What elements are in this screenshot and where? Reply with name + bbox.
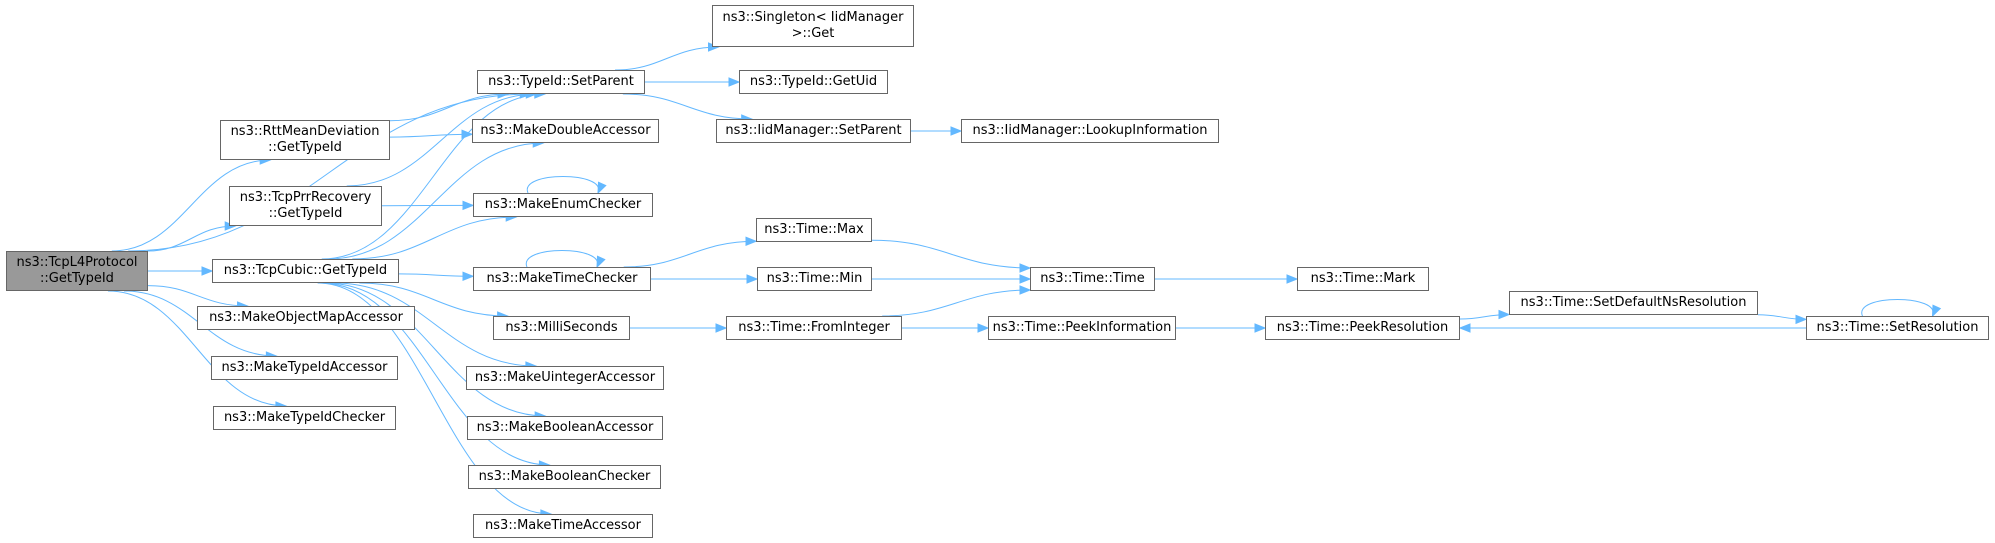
node-typeid-setparent[interactable]: ns3::TypeId::SetParent	[477, 70, 645, 94]
node-time-min[interactable]: ns3::Time::Min	[757, 267, 872, 291]
edge-cubic-to-boolchk	[320, 282, 550, 466]
edge-setres-to-peekres-arrowhead	[1458, 323, 1471, 333]
node-tcpl4protocol-gettypeid[interactable]: ns3::TcpL4Protocol ::GetTypeId	[6, 251, 148, 291]
edge-iidsetparent-to-lookup-arrowhead	[950, 126, 963, 136]
edge-root-to-cubic-arrowhead	[201, 266, 214, 276]
node-time-max[interactable]: ns3::Time::Max	[756, 218, 872, 242]
edge-timechk-to-timechk-arrowhead	[596, 255, 606, 269]
node-singleton-iidmanager-get[interactable]: ns3::Singleton< IidManager >::Get	[712, 5, 914, 47]
edge-root-to-prr	[147, 225, 236, 252]
node-makeenumchecker[interactable]: ns3::MakeEnumChecker	[473, 193, 653, 217]
edge-setparent-to-iidsetparent	[622, 93, 752, 120]
node-milliseconds[interactable]: ns3::MilliSeconds	[493, 316, 630, 340]
node-tcpcubic-gettypeid[interactable]: ns3::TcpCubic::GetTypeId	[212, 259, 399, 283]
node-time-setresolution[interactable]: ns3::Time::SetResolution	[1806, 316, 1989, 340]
edge-cubic-to-timechk-arrowhead	[462, 271, 475, 281]
node-time-frominteger[interactable]: ns3::Time::FromInteger	[726, 316, 902, 340]
node-maketypeidchecker[interactable]: ns3::MakeTypeIdChecker	[213, 406, 396, 430]
edge-cubic-to-millis	[359, 282, 508, 317]
edge-setparent-to-singleton	[614, 46, 719, 71]
edge-timechk-to-tmin-arrowhead	[746, 274, 759, 284]
edge-cubic-to-dblacc	[327, 142, 544, 260]
edge-cubic-to-enumchk	[352, 216, 517, 260]
edge-tmax-to-time	[871, 239, 1031, 269]
edge-millis-to-fromint-arrowhead	[715, 323, 728, 333]
edge-setparent-to-getuid-arrowhead	[728, 77, 741, 87]
edge-fromint-to-peekinfo-arrowhead	[977, 323, 990, 333]
edge-rtt-to-dblacc	[389, 133, 473, 138]
edge-cubic-to-uintacc	[334, 282, 536, 367]
node-time-time[interactable]: ns3::Time::Time	[1030, 267, 1155, 291]
edge-setres-to-setres	[1861, 299, 1934, 317]
edge-fromint-to-time	[882, 289, 1031, 317]
edge-tmax-to-time-arrowhead	[1019, 263, 1032, 273]
edge-tmin-to-time-arrowhead	[1019, 274, 1032, 284]
edge-rtt-to-setparent	[389, 93, 509, 122]
node-makedoubleaccessor[interactable]: ns3::MakeDoubleAccessor	[472, 119, 659, 143]
edge-peekinfo-to-peekres-arrowhead	[1254, 323, 1267, 333]
node-time-setdefaultnsresolution[interactable]: ns3::Time::SetDefaultNsResolution	[1509, 291, 1758, 315]
edge-cubic-to-timeacc	[317, 282, 551, 515]
edge-time-to-mark-arrowhead	[1286, 274, 1299, 284]
edge-enumchk-to-enumchk-arrowhead	[597, 181, 607, 195]
node-time-peekinformation[interactable]: ns3::Time::PeekInformation	[988, 316, 1176, 340]
node-maketypeidaccessor[interactable]: ns3::MakeTypeIdAccessor	[211, 356, 398, 380]
edge-setdefres-to-setres-arrowhead	[1795, 314, 1808, 325]
edge-prr-to-setparent	[346, 93, 537, 187]
edge-timechk-to-tmax	[623, 240, 757, 268]
edge-timechk-to-timechk	[525, 250, 599, 268]
node-time-peekresolution[interactable]: ns3::Time::PeekResolution	[1265, 316, 1460, 340]
node-iidmanager-lookupinformation[interactable]: ns3::IidManager::LookupInformation	[961, 119, 1219, 143]
node-typeid-getuid[interactable]: ns3::TypeId::GetUid	[739, 70, 888, 94]
edge-cubic-to-timechk	[398, 273, 474, 277]
node-time-mark[interactable]: ns3::Time::Mark	[1297, 267, 1429, 291]
edge-cubic-to-setparent	[321, 93, 545, 260]
node-maketimeaccessor[interactable]: ns3::MakeTimeAccessor	[473, 514, 653, 538]
node-rttmeandeviation-gettypeid[interactable]: ns3::RttMeanDeviation ::GetTypeId	[220, 120, 390, 160]
edge-root-to-setparent	[128, 93, 531, 252]
node-tcpprrrecovery-gettypeid[interactable]: ns3::TcpPrrRecovery ::GetTypeId	[229, 186, 382, 226]
edge-enumchk-to-enumchk	[526, 176, 600, 194]
edge-setres-to-setres-arrowhead	[1931, 304, 1942, 318]
node-makeuintegeraccessor[interactable]: ns3::MakeUintegerAccessor	[466, 366, 664, 390]
edge-root-to-rtt	[111, 159, 271, 252]
edge-fromint-to-time-arrowhead	[1019, 285, 1032, 295]
node-makebooleanaccessor[interactable]: ns3::MakeBooleanAccessor	[467, 416, 663, 440]
edge-prr-to-enumchk-arrowhead	[462, 200, 475, 211]
edge-root-to-objmap	[147, 285, 248, 307]
node-makebooleanchecker[interactable]: ns3::MakeBooleanChecker	[468, 465, 661, 489]
node-iidmanager-setparent[interactable]: ns3::IidManager::SetParent	[716, 119, 911, 143]
node-makeobjectmapaccessor[interactable]: ns3::MakeObjectMapAccessor	[197, 306, 415, 330]
edge-peekres-to-setdefres-arrowhead	[1498, 309, 1511, 320]
edge-root-to-tidchk	[107, 290, 286, 407]
node-maketimechecker[interactable]: ns3::MakeTimeChecker	[473, 267, 651, 291]
edge-timechk-to-tmax-arrowhead	[745, 236, 758, 247]
edge-cubic-to-boolacc	[325, 282, 546, 417]
